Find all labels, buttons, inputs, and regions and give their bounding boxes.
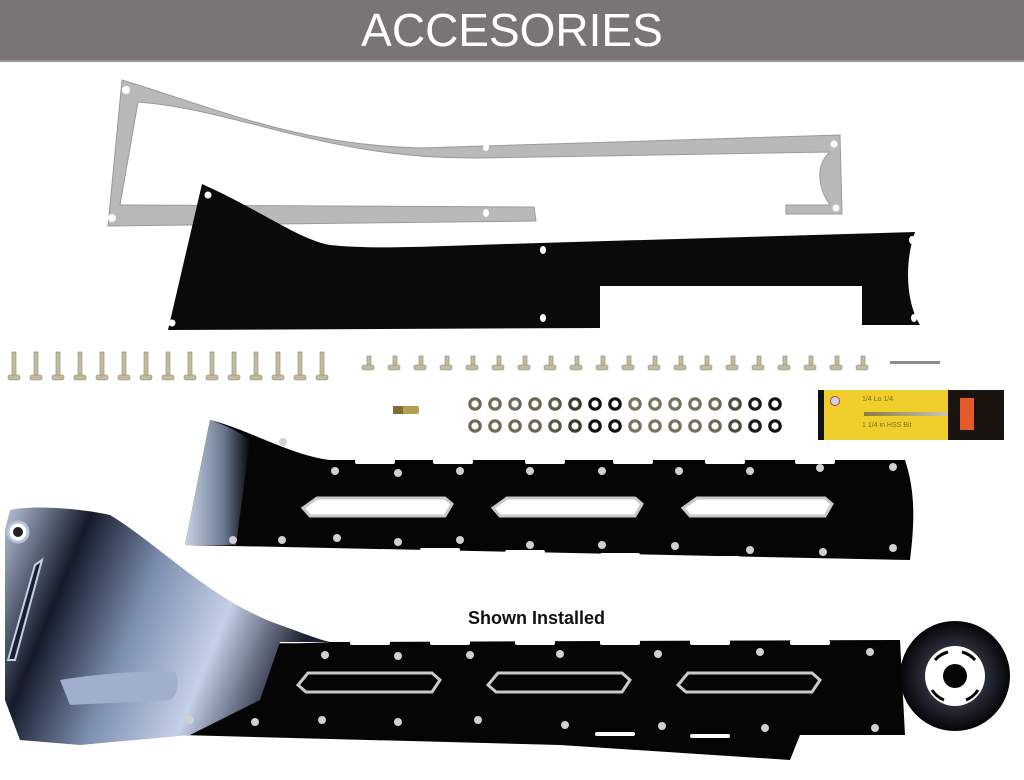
page-title: ACCESORIES <box>361 4 663 56</box>
flag-icon <box>830 396 840 406</box>
package-label <box>960 398 974 430</box>
package-text-1: 1/4 Lo 1/4 <box>862 396 894 403</box>
package-text-2: 1 1/4 in HSS Bit <box>862 422 912 429</box>
shown-installed-caption: Shown Installed <box>468 608 606 628</box>
package-end-cap <box>948 390 1004 440</box>
header-bar: ACCESORIES <box>0 0 1024 62</box>
drill-bit-icon <box>864 412 950 416</box>
drill-bit-package: 1/4 Lo 1/4 1 1/4 in HSS Bit <box>818 390 1004 440</box>
